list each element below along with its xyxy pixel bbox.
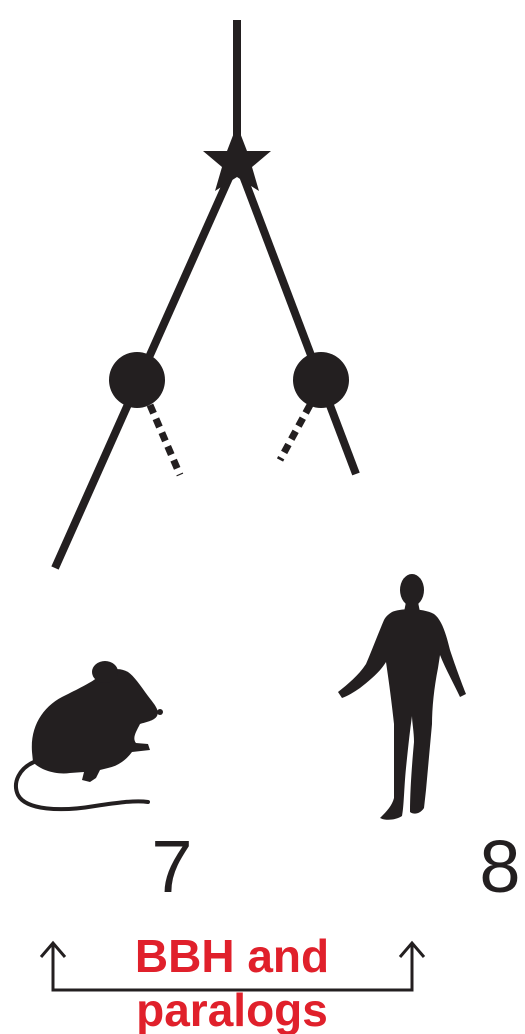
caption-line-2: paralogs: [136, 984, 328, 1034]
right-branch: [237, 160, 356, 474]
mouse-icon: [16, 661, 163, 809]
human-icon: [338, 574, 466, 820]
star-icon: [203, 125, 271, 191]
right-dashed-branch: [280, 405, 310, 460]
left-dashed-branch: [150, 405, 180, 475]
dashed-branches: [150, 405, 310, 475]
tree-branches: [55, 20, 356, 568]
right-count-label: 8: [479, 825, 520, 908]
left-count-label: 7: [151, 825, 192, 908]
caption-line-1: BBH and: [135, 930, 329, 982]
right-circle-node-icon: [293, 352, 349, 408]
left-circle-node-icon: [109, 352, 165, 408]
